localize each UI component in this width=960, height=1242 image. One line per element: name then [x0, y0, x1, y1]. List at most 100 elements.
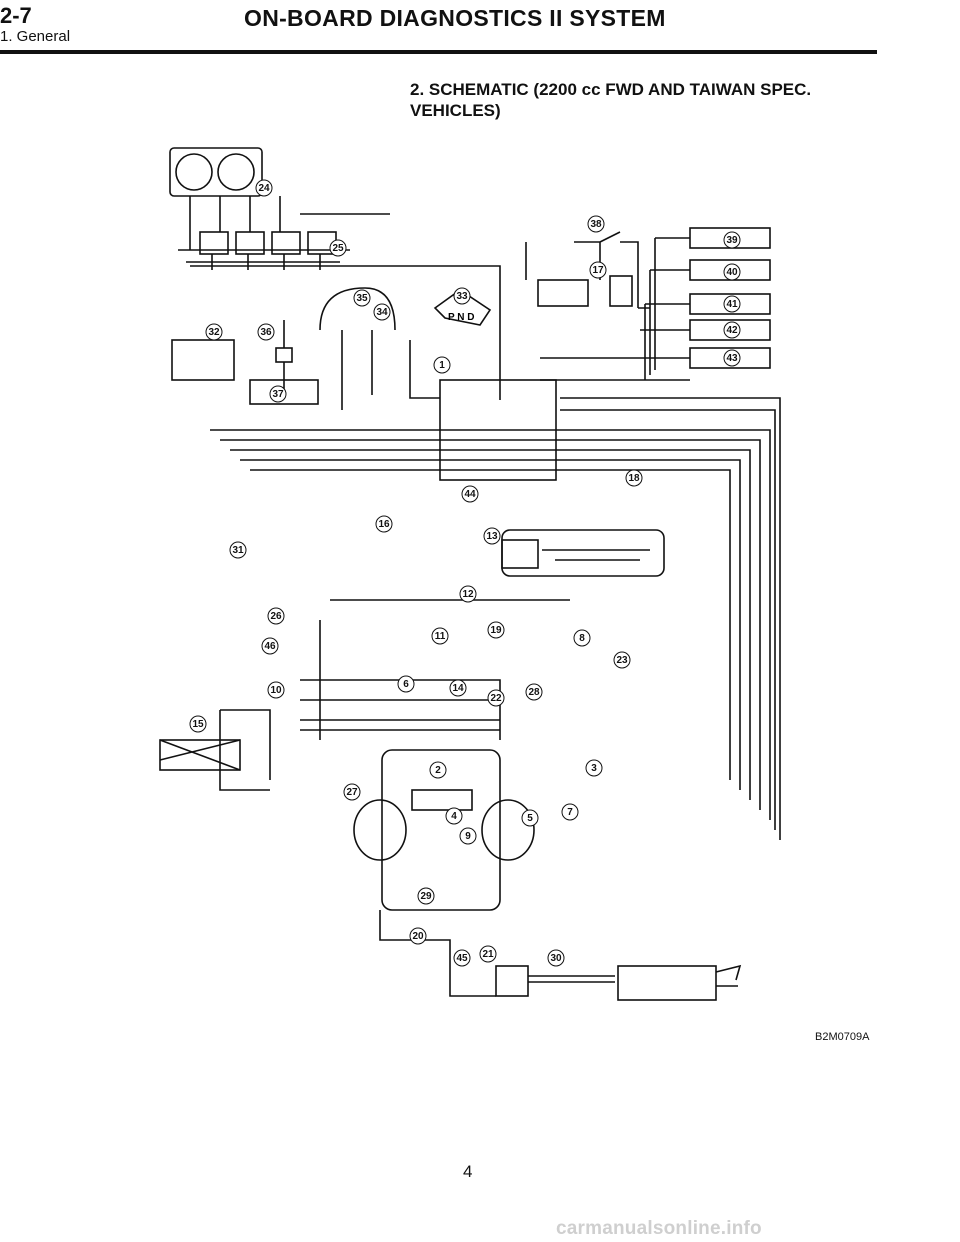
callout-40: 40 [723, 263, 741, 281]
callout-19: 19 [487, 621, 505, 639]
canister [171, 339, 235, 381]
callout-35: 35 [353, 289, 371, 307]
callout-10: 10 [267, 681, 285, 699]
battery [537, 279, 589, 307]
callout-20: 20 [409, 927, 427, 945]
callout-4: 4 [445, 807, 463, 825]
callout-30-label: 30 [550, 953, 562, 964]
subsection-title: 1. General [0, 28, 71, 45]
callout-33: 33 [453, 287, 471, 305]
shifter-position-label: P N D [448, 312, 475, 323]
callout-42: 42 [723, 321, 741, 339]
callout-5: 5 [521, 809, 539, 827]
callout-42-label: 42 [726, 325, 738, 336]
callout-31: 31 [229, 541, 247, 559]
callout-31-label: 31 [232, 545, 244, 556]
callout-36-label: 36 [260, 327, 272, 338]
callout-46: 46 [261, 637, 279, 655]
callout-24: 24 [255, 179, 273, 197]
callout-6: 6 [397, 675, 415, 693]
callout-18: 18 [625, 469, 643, 487]
callout-27: 27 [343, 783, 361, 801]
callout-38: 38 [587, 215, 605, 233]
callout-38-label: 38 [590, 219, 602, 230]
callout-37-label: 37 [272, 389, 284, 400]
callout-22: 22 [487, 689, 505, 707]
callout-9: 9 [459, 827, 477, 845]
callout-14-label: 14 [452, 683, 464, 694]
callout-15: 15 [189, 715, 207, 733]
watermark: carmanualsonline.info [556, 1218, 762, 1239]
schematic-title-line-2: VEHICLES) [410, 101, 501, 120]
callout-29-label: 29 [420, 891, 432, 902]
section-number: 2-7 [0, 3, 32, 28]
callout-3: 3 [585, 759, 603, 777]
callout-36: 36 [257, 323, 275, 341]
callout-2: 2 [429, 761, 447, 779]
callout-21: 21 [479, 945, 497, 963]
callout-21-label: 21 [482, 949, 494, 960]
callout-2-label: 2 [435, 765, 441, 776]
engine-block [381, 749, 501, 911]
callout-26-label: 26 [270, 611, 282, 622]
callout-45: 45 [453, 949, 471, 967]
callout-12-label: 12 [462, 589, 474, 600]
callout-25: 25 [329, 239, 347, 257]
combination-meter [319, 287, 396, 331]
obd-schematic-diagram: 1 2 3 4 5 6 7 8 9 10 11 12 13 14 15 16 1… [159, 147, 781, 1001]
callout-27-label: 27 [346, 787, 358, 798]
callout-16: 16 [375, 515, 393, 533]
callout-24-label: 24 [258, 183, 270, 194]
callout-26: 26 [267, 607, 285, 625]
callout-37: 37 [269, 385, 287, 403]
figure-code: B2M0709A [815, 1031, 870, 1043]
callout-13-label: 13 [486, 531, 498, 542]
callout-15-label: 15 [192, 719, 204, 730]
callout-25-label: 25 [332, 243, 344, 254]
callout-29: 29 [417, 887, 435, 905]
muffler [617, 965, 717, 1001]
callout-6-label: 6 [403, 679, 409, 690]
callout-43: 43 [723, 349, 741, 367]
callout-35-label: 35 [356, 293, 368, 304]
callout-32-label: 32 [208, 327, 220, 338]
callout-22-label: 22 [490, 693, 502, 704]
callout-14: 14 [449, 679, 467, 697]
callout-39: 39 [723, 231, 741, 249]
callout-7-label: 7 [567, 807, 573, 818]
callout-11: 11 [431, 627, 449, 645]
callout-28-label: 28 [528, 687, 540, 698]
callout-44: 44 [461, 485, 479, 503]
callout-32: 32 [205, 323, 223, 341]
callout-18-label: 18 [628, 473, 640, 484]
callout-41-label: 41 [726, 299, 738, 310]
page-number: 4 [463, 1162, 473, 1181]
schematic-title-line-1: 2. SCHEMATIC (2200 cc FWD AND TAIWAN SPE… [410, 80, 812, 99]
schematic-title: 2. SCHEMATIC (2200 cc FWD AND TAIWAN SPE… [410, 79, 860, 121]
callout-3-label: 3 [591, 763, 597, 774]
callout-46-label: 46 [264, 641, 276, 652]
callout-1: 1 [433, 356, 451, 374]
section-title: ON-BOARD DIAGNOSTICS II SYSTEM [244, 5, 666, 31]
callout-16-label: 16 [378, 519, 390, 530]
callout-28: 28 [525, 683, 543, 701]
callout-43-label: 43 [726, 353, 738, 364]
callout-23-label: 23 [616, 655, 628, 666]
callout-8: 8 [573, 629, 591, 647]
callout-41: 41 [723, 295, 741, 313]
callout-10-label: 10 [270, 685, 282, 696]
callout-45-label: 45 [456, 953, 468, 964]
callout-17-label: 17 [592, 265, 604, 276]
callout-17: 17 [589, 261, 607, 279]
callout-8-label: 8 [579, 633, 585, 644]
callout-19-label: 19 [490, 625, 502, 636]
callout-9-label: 9 [465, 831, 471, 842]
callout-30: 30 [547, 949, 565, 967]
callout-11-label: 11 [435, 631, 446, 642]
callout-13: 13 [483, 527, 501, 545]
callout-44-label: 44 [464, 489, 476, 500]
callout-34: 34 [373, 303, 391, 321]
header-rule [0, 50, 877, 54]
radiator-fan [169, 147, 263, 197]
callout-5-label: 5 [527, 813, 533, 824]
